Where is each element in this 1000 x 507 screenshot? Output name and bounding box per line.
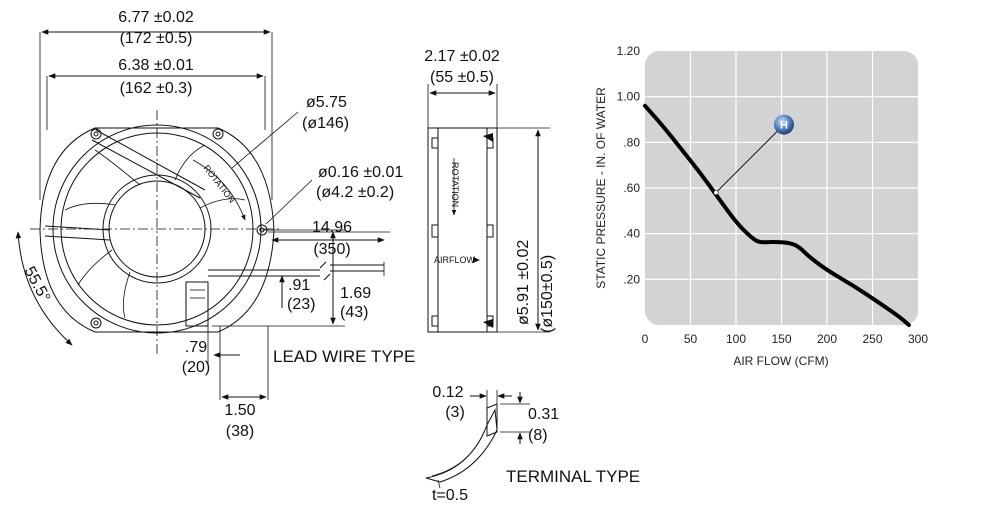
lead-offset-b-label: 1.69	[340, 285, 371, 302]
hole-spacing-label: 6.38 ±0.01	[118, 57, 194, 74]
side-view: 2.17 ±0.02 (55 ±0.5) ROTATION AIRFLOW ø5…	[424, 48, 556, 333]
angle-dimension	[15, 231, 73, 346]
y-tick-label: 1.20	[617, 44, 641, 58]
mounting-hole	[212, 128, 224, 140]
mounting-hole	[90, 128, 102, 140]
fan-side-body	[427, 127, 498, 333]
y-axis-title: STATIC PRESSURE - IN. OF WATER	[594, 87, 608, 289]
tab-height-mm-label: (8)	[528, 427, 548, 444]
x-axis: 0 50 100 150 200 250 300	[642, 332, 929, 346]
lead-x-mm-label: (20)	[182, 359, 210, 376]
height-mm-label: (ø150±0.5)	[539, 255, 556, 333]
lead-width-mm-label: (38)	[226, 423, 254, 440]
annotation-point	[713, 190, 719, 196]
x-tick-label: 200	[817, 332, 837, 346]
terminal-type-label: TERMINAL TYPE	[506, 467, 640, 486]
x-tick-label: 300	[908, 332, 928, 346]
side-rotation-label: ROTATION	[450, 162, 460, 207]
x-tick-label: 100	[726, 332, 746, 346]
series-line	[643, 103, 911, 327]
overall-width-mm-label: (172 ±0.5)	[120, 30, 193, 47]
terminal-detail: 0.12 (3) 0.31 (8) t=0.5 TERMINAL TYPE	[425, 384, 640, 504]
airflow-label: AIRFLOW	[434, 255, 476, 265]
lead-x-label: .79	[185, 339, 207, 356]
mounting-hole	[90, 317, 102, 329]
x-tick-label: 50	[684, 332, 698, 346]
lead-offset-b-mm-label: (43)	[340, 304, 368, 321]
angle-label: 55.5°	[20, 264, 53, 305]
depth-mm-label: (55 ±0.5)	[430, 69, 494, 86]
annotation-label: H	[780, 120, 788, 132]
hole-spacing-mm-label: (162 ±0.3)	[120, 80, 193, 97]
x-axis-title: AIR FLOW (CFM)	[733, 354, 828, 368]
y-tick-label: .80	[623, 135, 640, 149]
hole-diameter-mm-label: (ø4.2 ±0.2)	[316, 184, 394, 201]
diameter-label: ø5.75	[306, 94, 347, 111]
x-tick-label: 0	[642, 332, 649, 346]
y-tick-label: 1.00	[617, 90, 641, 104]
x-tick-label: 250	[862, 332, 882, 346]
y-tick-label: .60	[623, 181, 640, 195]
thickness-label: t=0.5	[432, 487, 468, 504]
hole-diameter-label: ø0.16 ±0.01	[318, 164, 403, 181]
annotation-marker	[773, 114, 794, 135]
grid	[645, 51, 918, 325]
tab-width-mm-label: (3)	[445, 404, 465, 421]
lead-offset-a-label: .91	[288, 277, 310, 294]
tab-width-label: 0.12	[432, 384, 463, 401]
height-label: ø5.91 ±0.02	[515, 240, 532, 325]
front-view: 6.77 ±0.02 (172 ±0.5) 6.38 ±0.01 (162 ±0…	[15, 9, 415, 440]
overall-width-label: 6.77 ±0.02	[118, 9, 194, 26]
x-tick-label: 150	[771, 332, 791, 346]
annotation-leader	[715, 124, 785, 193]
lead-length-label: 14.96	[312, 219, 352, 236]
diameter-mm-label: (ø146)	[302, 115, 349, 132]
lead-offset-a-mm-label: (23)	[287, 296, 315, 313]
y-tick-label: .40	[623, 227, 640, 241]
lead-wire-type-label: LEAD WIRE TYPE	[273, 347, 415, 366]
y-tick-label: .20	[623, 272, 640, 286]
y-axis: .20 .40 .60 .80 1.00 1.20	[617, 44, 641, 286]
depth-label: 2.17 ±0.02	[424, 48, 500, 65]
lead-width-label: 1.50	[224, 402, 255, 419]
tab-height-label: 0.31	[528, 406, 559, 423]
lead-length-mm-label: (350)	[313, 241, 350, 258]
